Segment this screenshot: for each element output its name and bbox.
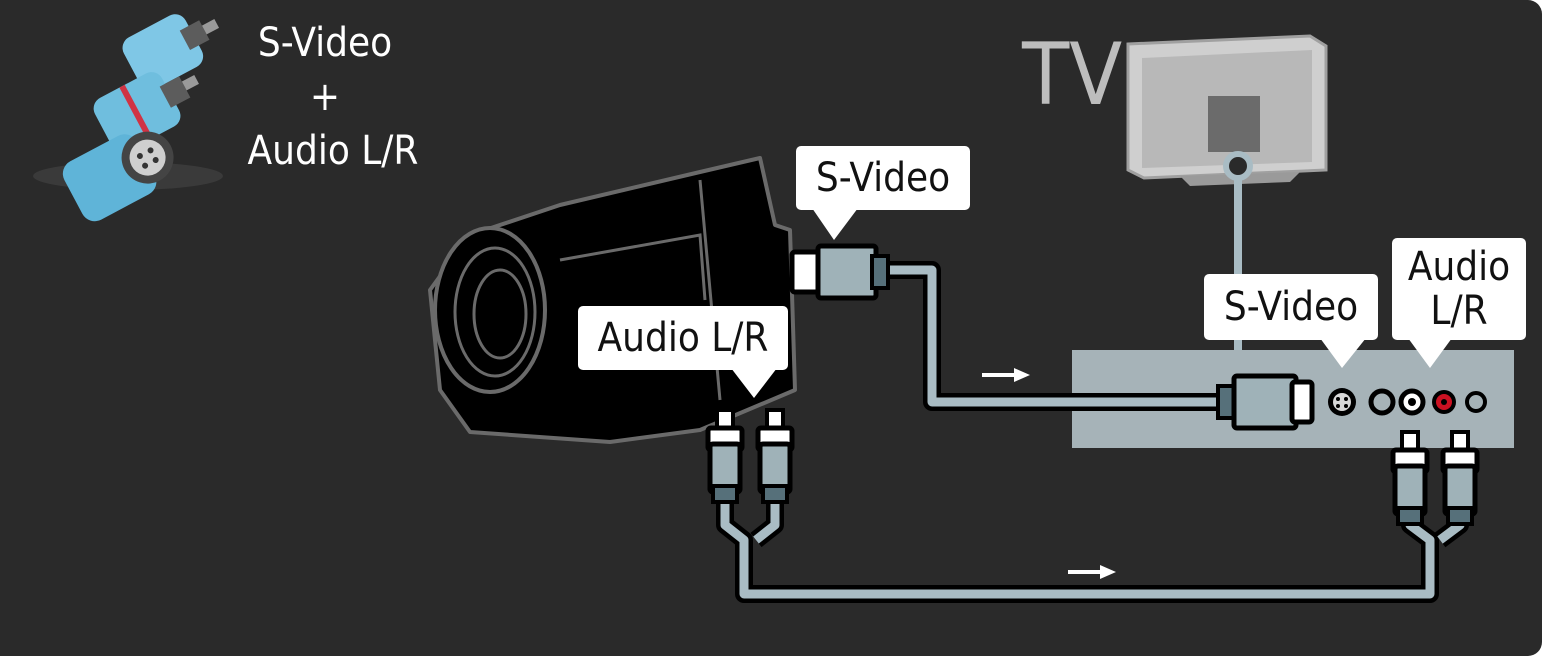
connector-plugs-icon bbox=[33, 14, 223, 222]
callout-tv-audio-line-1: Audio bbox=[1407, 244, 1511, 290]
callout-pointer bbox=[812, 208, 858, 240]
arrow-right-icon bbox=[982, 368, 1030, 382]
tv-label: TV bbox=[1022, 25, 1123, 125]
tv-icon bbox=[1126, 34, 1328, 186]
callout-tv-audio-line-2: L/R bbox=[1430, 288, 1488, 334]
headphone-port-icon bbox=[1465, 391, 1487, 413]
callout-pointer bbox=[731, 368, 777, 398]
svideo-plug-panel bbox=[1216, 373, 1315, 431]
callout-camera-audio: Audio L/R bbox=[578, 306, 788, 370]
callout-pointer bbox=[1320, 338, 1366, 368]
camcorder-icon bbox=[428, 156, 797, 444]
callout-tv-audio: Audio L/R bbox=[1392, 238, 1526, 340]
callout-tv-svideo: S-Video bbox=[1204, 274, 1378, 340]
header-line-2: + bbox=[309, 74, 341, 120]
audio-cable bbox=[716, 500, 1469, 603]
header-line-1: S-Video bbox=[257, 20, 393, 66]
rca-plugs-panel bbox=[1390, 430, 1480, 526]
arrow-right-icon bbox=[1068, 565, 1116, 579]
svideo-plug-camera bbox=[789, 243, 890, 301]
rca-plugs-camera bbox=[705, 408, 795, 504]
video-port-icon bbox=[1368, 388, 1396, 416]
tv-cable-joint bbox=[1223, 151, 1253, 181]
callout-camera-svideo: S-Video bbox=[796, 146, 970, 210]
callout-pointer bbox=[1408, 338, 1452, 368]
header-line-3: Audio L/R bbox=[247, 128, 419, 174]
